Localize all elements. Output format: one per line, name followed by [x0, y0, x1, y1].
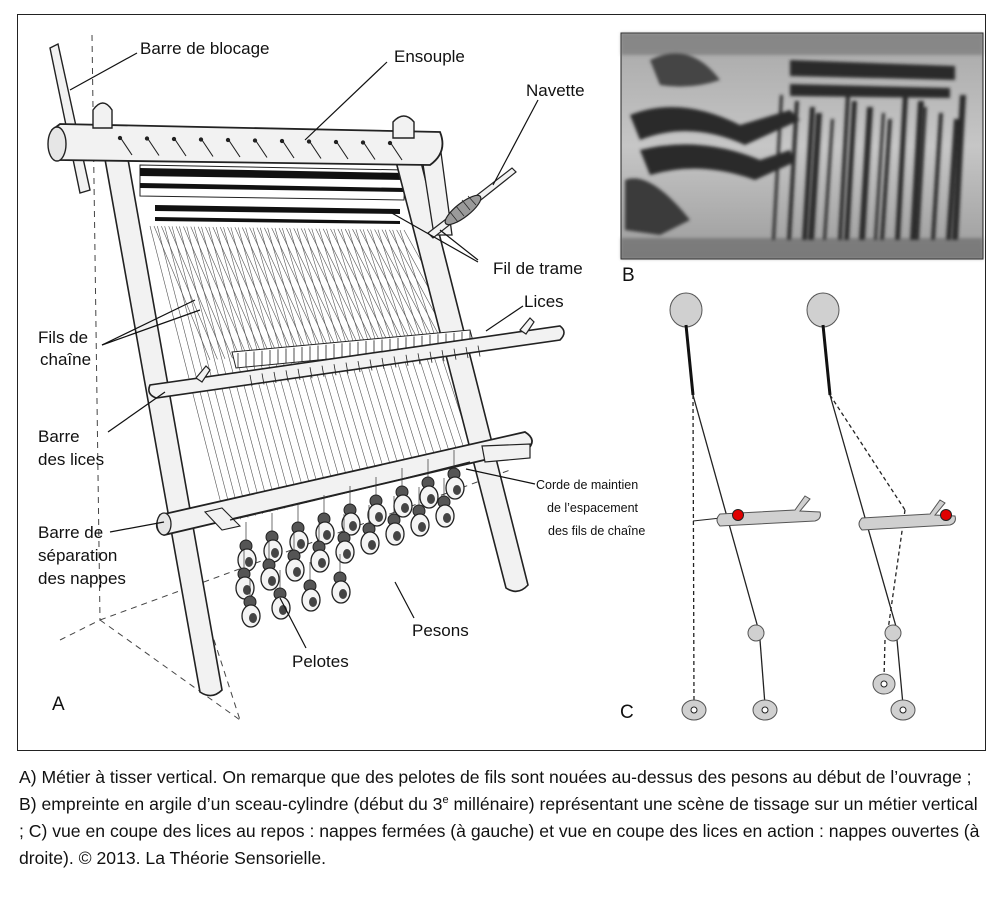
right-upright — [391, 149, 529, 593]
heddle-bar — [148, 317, 565, 399]
heddle-cross-section — [669, 292, 956, 721]
label-barre-sep-3: des nappes — [38, 569, 126, 588]
label-lices: Lices — [524, 292, 564, 311]
label-corde-1: Corde de maintien — [536, 478, 638, 492]
warp-threads — [149, 225, 477, 524]
figure-illustration: Barre de blocage Ensouple Navette Fil de… — [38, 32, 984, 723]
locking-bar — [49, 42, 91, 194]
left-upright — [102, 147, 223, 697]
loom-labels: Barre de blocage Ensouple Navette Fil de… — [38, 39, 645, 715]
label-barre-lices-2: des lices — [38, 450, 104, 469]
spacing-cord — [229, 461, 471, 521]
cross-section-closed — [669, 292, 821, 721]
panel-letter-a: A — [52, 694, 65, 715]
label-barre-sep-2: séparation — [38, 546, 117, 565]
caption-part-1: A) Métier à tisser vertical. On remarque… — [19, 767, 972, 814]
seal-impression-photo — [620, 32, 984, 260]
label-barre-sep-1: Barre de — [38, 523, 103, 542]
perspective-guides — [59, 34, 511, 721]
label-fil-trame: Fil de trame — [493, 259, 583, 278]
shuttle — [427, 167, 517, 239]
label-barre-lices-1: Barre — [38, 427, 80, 446]
label-pelotes: Pelotes — [292, 652, 349, 671]
figure-caption: A) Métier à tisser vertical. On remarque… — [19, 764, 984, 872]
caption-superscript: e — [442, 794, 449, 807]
loom-drawing — [47, 34, 565, 721]
cross-section-open — [806, 292, 956, 721]
label-navette: Navette — [526, 81, 585, 100]
label-barre-blocage: Barre de blocage — [140, 39, 269, 58]
figure-frame — [17, 14, 986, 751]
panel-letter-c: C — [620, 702, 634, 723]
label-pesons: Pesons — [412, 621, 469, 640]
label-ensouple: Ensouple — [394, 47, 465, 66]
label-corde-3: des fils de chaîne — [548, 524, 645, 538]
loom-weights — [235, 450, 465, 628]
label-corde-2: de l’espacement — [547, 501, 639, 515]
caption-part-2: millénaire) représentant une scène de ti… — [19, 794, 980, 868]
label-fils-chaine-1: Fils de — [38, 328, 88, 347]
woven-band — [139, 164, 406, 224]
panel-letter-b: B — [622, 265, 635, 286]
leader-lines — [69, 52, 539, 649]
ensouple-beam — [47, 102, 444, 166]
label-fils-chaine-2: chaîne — [40, 350, 91, 369]
